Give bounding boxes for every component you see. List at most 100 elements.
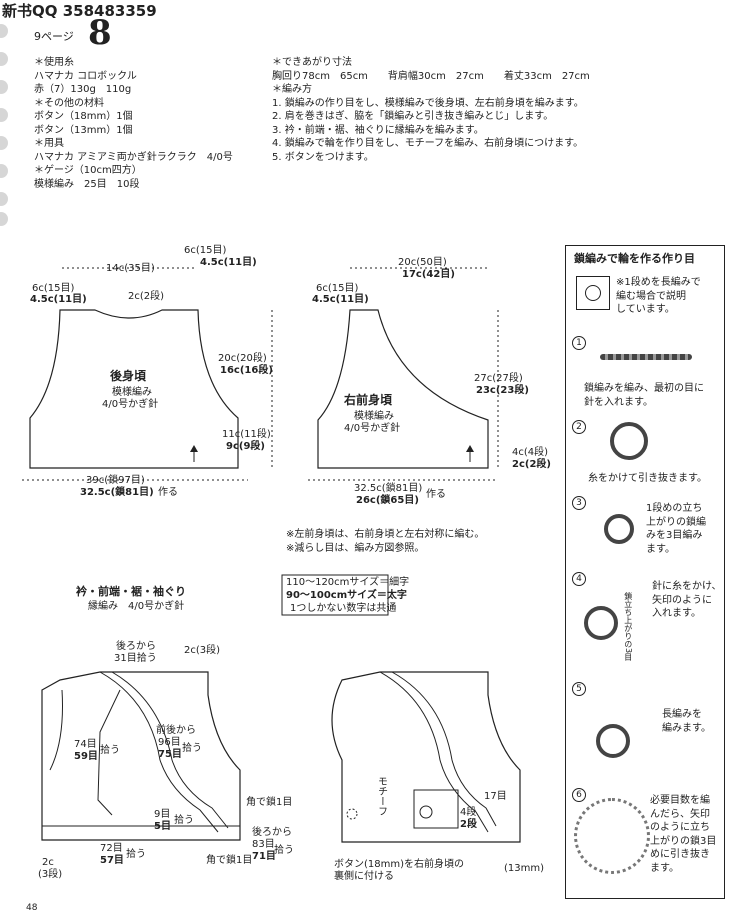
button-icon xyxy=(346,808,358,820)
step-text: 入れます。 xyxy=(652,608,701,619)
edging-front-d: 拾う xyxy=(182,743,202,754)
finished-heading: ＊できあがり寸法 xyxy=(272,57,352,68)
edging-back-pick-a: 後ろから xyxy=(116,641,156,652)
binder-hole xyxy=(0,80,8,94)
step-text: めに引き抜き xyxy=(650,849,710,860)
step-text: みを3目編み xyxy=(646,530,703,541)
ring-step-6-text: 必要目数を編 んだら、矢印 のように立ち 上がりの鎖3目 めに引き抜き ます。 xyxy=(650,794,716,875)
ring-guide-panel: 鎖編みで輪を作る作り目 ※1段めを長編みで 編む場合で説明 しています。 1 鎖… xyxy=(565,245,725,899)
materials-line: ＊用具 xyxy=(34,138,64,149)
ring-step-4-vertical-label: 鎖立ち上がりの3目 xyxy=(623,592,633,662)
step-text: ます。 xyxy=(650,862,679,874)
back-arm-b: 16c(16段) xyxy=(220,365,273,376)
ring-illustration xyxy=(604,514,634,544)
step-text: 上がりの鎖編 xyxy=(646,516,706,528)
back-side-a: 11c(11段) xyxy=(222,429,271,440)
materials-line: ボタン（13mm）1個 xyxy=(34,124,133,136)
step-text: のように立ち xyxy=(650,822,710,833)
front-body-outline xyxy=(317,309,489,469)
binder-hole xyxy=(0,136,8,150)
method-step: 5. ボタンをつけます。 xyxy=(272,151,374,163)
edging-bottom-a: 72目 xyxy=(100,843,123,854)
finished-ring-illustration xyxy=(574,798,650,874)
step-text: 長編みを xyxy=(662,709,702,720)
note-line: ※減らし目は、編み方図参照。 xyxy=(286,543,425,554)
edging-bottom-b: 57目 xyxy=(100,855,124,866)
page-number: 48 xyxy=(26,903,38,913)
page-label: 9ページ xyxy=(34,30,74,43)
front-left-b: 4.5c(11目) xyxy=(312,294,369,305)
materials-block: ＊使用糸 ハマナカ コロボックル 赤（7）130g 110g ＊その他の材料 ボ… xyxy=(34,56,233,191)
front-bottom-b: 26c(鎖65目) xyxy=(356,495,419,506)
edging-nine-b: 5目 xyxy=(154,821,171,832)
back-shoulder-b: 4.5c(11目) xyxy=(200,257,257,268)
binder-hole xyxy=(0,212,8,226)
materials-line: ＊その他の材料 xyxy=(34,97,104,109)
edging-rows-4: 4段 xyxy=(460,807,477,818)
front-title: 右前身頃 xyxy=(344,393,393,407)
finished-sizes: 胸回り78cm 65cm 背肩幅30cm 27cm 着丈33cm 27cm xyxy=(272,70,590,82)
step-text: 1段めの立ち xyxy=(646,503,703,514)
ring-step-3: 3 xyxy=(572,490,586,510)
front-right-b: 23c(23段) xyxy=(476,385,529,396)
edging-right-outline xyxy=(331,671,521,843)
method-heading: ＊編み方 xyxy=(272,84,312,95)
edging-motif-label: モチーフ xyxy=(375,776,387,816)
front-stitch: 模様編み xyxy=(354,411,394,422)
method-step: 2. 肩を巻きはぎ、脇を「鎖編みと引き抜き編みとじ」します。 xyxy=(272,111,554,122)
back-title: 後身頃 xyxy=(110,369,147,383)
step-number: 1 xyxy=(572,336,586,350)
binder-hole xyxy=(0,192,8,206)
edging-corner1: 角で鎖1目 xyxy=(246,797,293,808)
edging-bottom-left-a: 2c xyxy=(42,857,54,868)
binder-hole xyxy=(0,52,8,66)
motif-icon xyxy=(419,805,433,819)
ring-guide-note: ※1段めを長編みで 編む場合で説明 しています。 xyxy=(616,276,701,317)
front-top-b: 17c(42目) xyxy=(402,269,455,280)
ring-guide-note-line: 編む場合で説明 xyxy=(616,290,686,302)
binder-hole xyxy=(0,164,8,178)
step-text: 編みます。 xyxy=(662,722,711,734)
edging-back-bottom-d: 拾う xyxy=(274,845,294,856)
edging-front-a: 前後から xyxy=(156,725,196,736)
front-side-b: 2c(2段) xyxy=(512,459,551,470)
materials-line: 赤（7）130g 110g xyxy=(34,84,132,95)
ring-step-1: 1 xyxy=(572,330,586,350)
ring-illustration xyxy=(584,606,618,640)
edging-sub: 縁編み 4/0号かぎ針 xyxy=(88,601,185,612)
back-bottom-b: 32.5c(鎖81目) xyxy=(80,487,154,498)
step-number: 3 xyxy=(572,496,586,510)
edging-st17: 17目 xyxy=(484,791,507,802)
edging-btn13: (13mm) xyxy=(504,863,545,874)
edging-back-bottom-a: 後ろから xyxy=(252,827,292,838)
binder-hole xyxy=(0,24,8,38)
legend-line: 1つしかない数字は共通 xyxy=(290,603,397,614)
step-text: 必要目数を編 xyxy=(650,795,710,806)
front-right-a: 27c(27段) xyxy=(474,373,523,384)
ring-symbol-icon xyxy=(576,276,610,310)
ring-step-4-text: 針に糸をかけ、 矢印のように 入れます。 xyxy=(652,580,722,621)
legend-line: 110～120cmサイズ＝細字 xyxy=(286,577,410,588)
ring-illustration xyxy=(596,724,630,758)
back-stitch: 模様編み xyxy=(112,387,152,398)
legend-line-bold: 90～100cmサイズ＝太字 xyxy=(286,590,407,601)
back-side-b: 9c(9段) xyxy=(226,441,265,452)
edging-button-note-b: 裏側に付ける xyxy=(334,871,394,882)
ring-step-2: 2 xyxy=(572,414,586,434)
ring-guide-note-line: ※1段めを長編みで xyxy=(616,277,701,288)
edging-front-c: 75目 xyxy=(158,749,182,760)
edging-top-rows: 2c(3段) xyxy=(184,645,221,656)
step-text: 鎖編みを編み、最初の目に xyxy=(584,383,704,394)
step-text: 矢印のように xyxy=(652,594,712,606)
edging-left-outline xyxy=(41,671,241,841)
step-text: 上がりの鎖3目 xyxy=(650,835,717,847)
front-left-a: 6c(15目) xyxy=(316,283,359,294)
ring-step-4: 4 xyxy=(572,566,586,586)
back-left-a: 6c(15目) xyxy=(32,283,75,294)
size-legend-box xyxy=(281,574,389,616)
back-make: 作る xyxy=(158,487,178,498)
edging-title: 衿・前端・裾・袖ぐり xyxy=(76,585,186,598)
front-make: 作る xyxy=(426,489,446,500)
materials-line: 模様編み 25目 10段 xyxy=(34,178,140,190)
edging-back-pick-b: 31目拾う xyxy=(114,653,157,664)
